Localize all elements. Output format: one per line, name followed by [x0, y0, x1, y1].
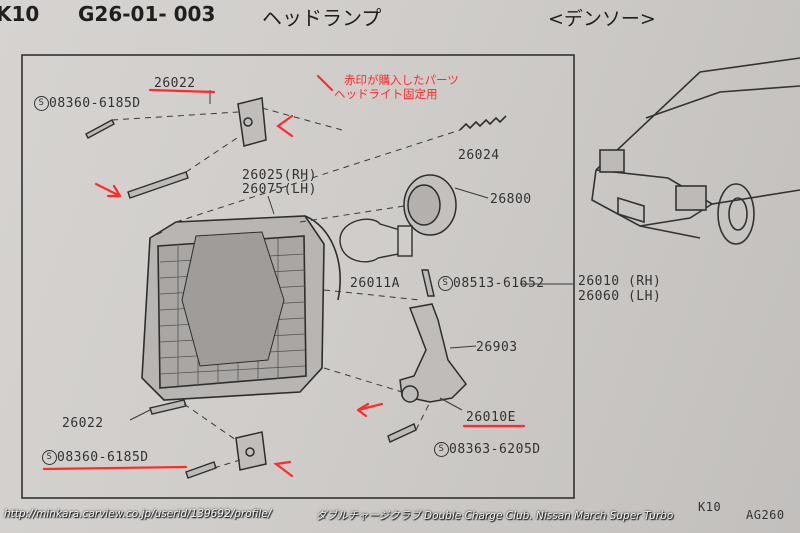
- annotation-headlight-mount: ヘッドライト固定用: [334, 87, 438, 101]
- part-26903: 26903: [476, 340, 518, 355]
- bracket-bottom-drawing: [235, 431, 267, 471]
- diagram-frame: [21, 54, 575, 499]
- footer-page-ref: AG260: [746, 508, 785, 522]
- red-arrow-screw: [94, 182, 122, 198]
- service-s-icon: S: [34, 96, 49, 111]
- part-26024: 26024: [458, 148, 500, 163]
- photo-credit: http://minkara.carview.co.jp/userid/1396…: [0, 506, 800, 524]
- underline-26022: [148, 88, 216, 94]
- service-s-icon: S: [42, 450, 57, 465]
- annotation-tick: [316, 74, 334, 92]
- adjuster-bracket-drawing: [399, 303, 467, 403]
- credit-club: ダブルチャージクラブ Double Charge Club. Nissan Ma…: [316, 510, 674, 522]
- supplier-label: <デンソー>: [548, 8, 656, 30]
- red-markup: [42, 74, 526, 478]
- model-code-header: K10: [0, 2, 40, 26]
- part-26022-bottom: 26022: [62, 416, 104, 431]
- bulb-drawing: [339, 218, 413, 263]
- part-26022-top: 26022: [154, 76, 196, 91]
- footer-model-code: K10: [698, 500, 722, 514]
- rubber-boot-drawing: [403, 174, 457, 236]
- red-arrow-top: [276, 114, 294, 138]
- credit-url[interactable]: http://minkara.carview.co.jp/userid/1396…: [4, 508, 272, 520]
- figure-title: ヘッドランプ: [262, 6, 382, 30]
- underline-08360: [42, 465, 188, 471]
- part-26060-lh: 26060 (LH): [578, 289, 662, 304]
- headlamp-unit-drawing: [141, 215, 341, 401]
- bracket-top-drawing: [237, 97, 267, 147]
- figure-number: G26-01- 003: [78, 2, 216, 26]
- red-arrow-adjuster: [356, 402, 384, 418]
- part-26010-rh: 26010 (RH): [578, 274, 662, 289]
- red-arrow-bottom: [273, 460, 294, 478]
- leader-lines: [111, 107, 461, 469]
- part-26025-rh: 26025(RH): [242, 168, 317, 183]
- part-26800: 26800: [490, 192, 532, 207]
- part-26075-lh: 26075(LH): [242, 182, 317, 197]
- service-s-icon: S: [438, 276, 453, 291]
- part-number-leaders: [129, 90, 574, 421]
- car-sketch: [591, 57, 800, 245]
- part-26011a: 26011A: [350, 276, 400, 291]
- spring-drawing: [459, 115, 507, 131]
- service-s-icon: S: [434, 442, 449, 457]
- annotation-purchased-parts: 赤印が購入したパーツ: [344, 73, 459, 87]
- part-26010e: 26010E: [466, 410, 516, 425]
